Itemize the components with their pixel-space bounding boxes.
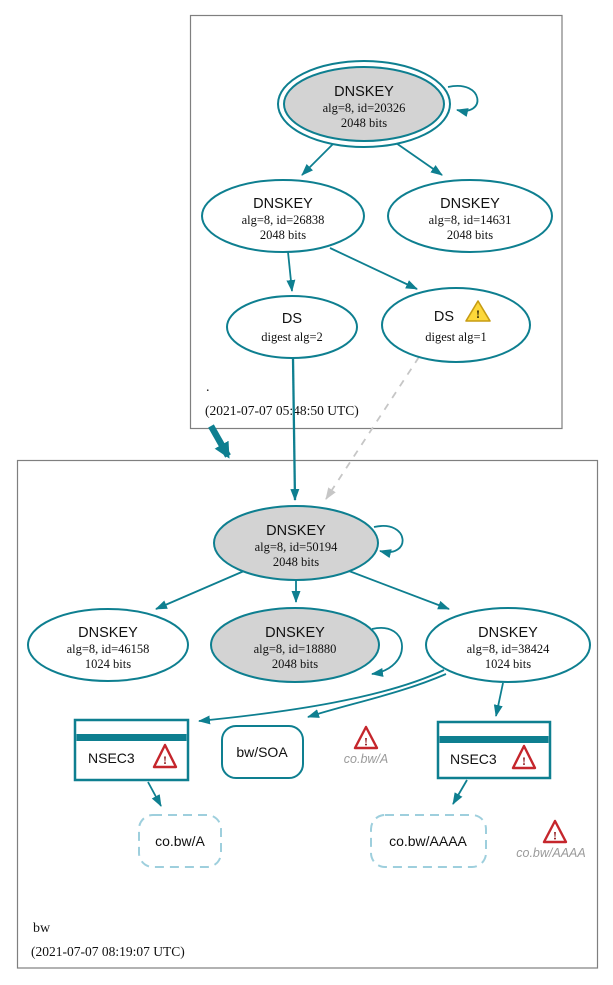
edge-bwksk-selfloop xyxy=(373,525,404,559)
bw-ksk-bits: 2048 bits xyxy=(273,555,319,569)
root-ksk-type: DNSKEY xyxy=(334,84,394,100)
root-zsk26838-ellipse xyxy=(201,179,365,253)
edge-nsec3left-to-cobwa xyxy=(147,781,162,807)
root-zsk14631-bits: 2048 bits xyxy=(447,228,493,242)
ds-alg2-type: DS xyxy=(282,311,302,327)
nsec3-right-label: NSEC3 xyxy=(450,751,497,767)
bw-key38424-bits: 1024 bits xyxy=(485,657,531,671)
edge-key38424-to-nsec3-right xyxy=(493,682,504,717)
zone-timestamp-root: (2021-07-07 05:48:50 UTC) xyxy=(205,403,359,418)
node-bw-key-18880: DNSKEY alg=8, id=18880 2048 bits xyxy=(210,607,380,683)
root-ksk-bits: 2048 bits xyxy=(341,116,387,130)
node-root-zsk-26838: DNSKEY alg=8, id=26838 2048 bits xyxy=(201,179,365,253)
node-nsec3-left: NSEC3 ! xyxy=(73,718,190,782)
root-zsk26838-type: DNSKEY xyxy=(253,196,313,212)
ds-alg1-digest: digest alg=1 xyxy=(425,330,487,344)
root-zsk26838-bits: 2048 bits xyxy=(260,228,306,242)
bw-key18880-type: DNSKEY xyxy=(265,625,325,641)
node-bw-key-38424: DNSKEY alg=8, id=38424 1024 bits xyxy=(425,607,591,683)
bw-ksk-algid: alg=8, id=50194 xyxy=(255,540,339,554)
nsec3-left-bar xyxy=(76,734,187,741)
error-icon: ! xyxy=(542,819,568,844)
bw-soa-rect xyxy=(221,725,304,779)
edge-zsk26838-to-ds1 xyxy=(329,247,418,290)
node-bw-key-46158: DNSKEY alg=8, id=46158 1024 bits xyxy=(27,608,189,682)
node-bw-ksk-50194: DNSKEY alg=8, id=50194 2048 bits xyxy=(213,505,379,581)
root-zsk14631-algid: alg=8, id=14631 xyxy=(429,213,512,227)
co-bw-a-label: co.bw/A xyxy=(155,833,205,849)
node-ds-alg2: DS digest alg=2 xyxy=(226,295,358,359)
ds-alg2-ellipse xyxy=(226,295,358,359)
edge-bwksk-to-key46158 xyxy=(155,570,245,610)
edge-key38424-to-bwsoa xyxy=(307,673,447,718)
node-co-bw-a: co.bw/A xyxy=(138,814,222,868)
node-root-zsk-14631: DNSKEY alg=8, id=14631 2048 bits xyxy=(387,179,553,253)
bw-key46158-bits: 1024 bits xyxy=(85,657,131,671)
error-icon: ! xyxy=(152,743,178,769)
edge-key38424-to-nsec3-left xyxy=(198,669,445,725)
error-icon: ! xyxy=(353,725,379,750)
bw-key46158-ellipse xyxy=(27,608,189,682)
edge-key18880-selfloop xyxy=(371,626,403,677)
node-root-ksk: DNSKEY alg=8, id=20326 2048 bits xyxy=(277,60,451,148)
warning-icon: ! xyxy=(465,300,491,322)
edge-rootksk-to-zsk14631 xyxy=(395,142,443,176)
error-exclamation: ! xyxy=(364,735,368,749)
edge-bwksk-to-key38424 xyxy=(348,570,450,610)
bw-key38424-type: DNSKEY xyxy=(478,625,538,641)
error-co-bw-aaaa-label: co.bw/AAAA xyxy=(516,846,585,860)
edge-ds2-to-bwksk xyxy=(290,357,300,501)
edge-ds1-to-bwksk-dashed xyxy=(325,356,420,500)
nsec3-right-bar xyxy=(439,736,549,743)
root-zsk26838-algid: alg=8, id=26838 xyxy=(242,213,325,227)
bw-key46158-type: DNSKEY xyxy=(78,625,138,641)
error-exclamation: ! xyxy=(522,754,526,768)
edge-rootksk-selfloop xyxy=(447,84,479,117)
node-ds-alg1: DS digest alg=1 ! xyxy=(381,287,531,363)
warning-exclamation: ! xyxy=(476,307,480,321)
root-zsk14631-type: DNSKEY xyxy=(440,196,500,212)
root-ksk-inner-ellipse xyxy=(283,66,445,142)
node-nsec3-right: NSEC3 ! xyxy=(436,720,552,780)
zone-timestamp-bw: (2021-07-07 08:19:07 UTC) xyxy=(31,944,185,959)
bw-key38424-algid: alg=8, id=38424 xyxy=(467,642,551,656)
error-co-bw-a-label: co.bw/A xyxy=(344,752,388,766)
error-co-bw-a: ! co.bw/A xyxy=(344,725,388,766)
ds-alg1-ellipse xyxy=(381,287,531,363)
bw-key46158-algid: alg=8, id=46158 xyxy=(67,642,150,656)
edge-delegation-root-to-bw xyxy=(208,424,231,459)
root-ksk-algid: alg=8, id=20326 xyxy=(323,101,406,115)
ds-alg2-digest: digest alg=2 xyxy=(261,330,323,344)
co-bw-aaaa-rect xyxy=(370,814,487,868)
root-zsk14631-ellipse xyxy=(387,179,553,253)
edge-rootksk-to-zsk26838 xyxy=(301,142,335,176)
nsec3-left-label: NSEC3 xyxy=(88,750,135,766)
edge-nsec3right-to-cobwaaaa xyxy=(452,779,468,805)
bw-key18880-bits: 2048 bits xyxy=(272,657,318,671)
error-co-bw-aaaa: ! co.bw/AAAA xyxy=(516,819,586,860)
nsec3-left-rect xyxy=(73,718,190,782)
error-exclamation: ! xyxy=(553,829,557,843)
bw-key18880-ellipse xyxy=(210,607,380,683)
nsec3-right-rect xyxy=(436,720,552,780)
node-co-bw-aaaa: co.bw/AAAA xyxy=(370,814,487,868)
bw-key18880-algid: alg=8, id=18880 xyxy=(254,642,337,656)
zone-label-bw: bw xyxy=(33,921,51,936)
ds-alg1-type: DS xyxy=(434,309,454,325)
bw-soa-label: bw/SOA xyxy=(236,744,288,760)
bw-ksk-type: DNSKEY xyxy=(266,523,326,539)
co-bw-a-rect xyxy=(138,814,222,868)
co-bw-aaaa-label: co.bw/AAAA xyxy=(389,833,467,849)
zone-label-root: . xyxy=(206,380,210,395)
edge-zsk26838-to-ds2 xyxy=(286,251,296,292)
bw-key38424-ellipse xyxy=(425,607,591,683)
error-exclamation: ! xyxy=(163,753,167,767)
node-bw-soa: bw/SOA xyxy=(221,725,304,779)
bw-ksk-ellipse xyxy=(213,505,379,581)
error-icon: ! xyxy=(511,744,537,770)
